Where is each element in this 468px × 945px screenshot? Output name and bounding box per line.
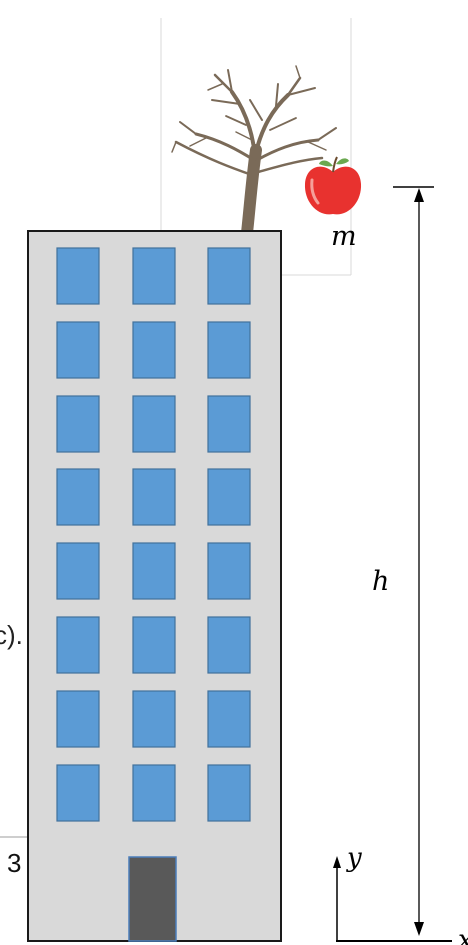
building-window xyxy=(207,321,251,379)
building-window xyxy=(56,690,100,748)
building-window xyxy=(132,321,176,379)
building-window xyxy=(132,468,176,526)
building-window xyxy=(207,468,251,526)
building-window xyxy=(132,542,176,600)
building-window xyxy=(207,690,251,748)
x-axis-label: x xyxy=(458,925,468,945)
building-window xyxy=(207,542,251,600)
y-axis-arrow xyxy=(333,856,341,868)
building-window xyxy=(132,247,176,305)
building-window xyxy=(56,542,100,600)
building-window xyxy=(207,395,251,453)
building-window xyxy=(207,616,251,674)
building-window xyxy=(56,321,100,379)
building-window xyxy=(56,247,100,305)
tree-picture-frame xyxy=(160,18,352,276)
apple-icon xyxy=(304,156,362,215)
tree xyxy=(171,65,337,239)
height-label: h xyxy=(372,566,389,597)
height-arrow-top xyxy=(414,188,424,202)
building-window xyxy=(207,247,251,305)
y-axis-label: y xyxy=(346,843,362,873)
building-windows xyxy=(56,247,251,822)
background-text-fragment: c). xyxy=(0,620,23,650)
building-window xyxy=(132,395,176,453)
background-number-fragment: 3 xyxy=(7,848,21,878)
building-window xyxy=(56,764,100,822)
building-window xyxy=(207,764,251,822)
building-window xyxy=(132,690,176,748)
building-window xyxy=(56,616,100,674)
building-door xyxy=(128,856,177,942)
building-window xyxy=(56,395,100,453)
building-window xyxy=(56,468,100,526)
building-window xyxy=(132,616,176,674)
height-arrow-bottom xyxy=(414,922,424,936)
building-window xyxy=(132,764,176,822)
mass-label: m xyxy=(331,221,357,252)
